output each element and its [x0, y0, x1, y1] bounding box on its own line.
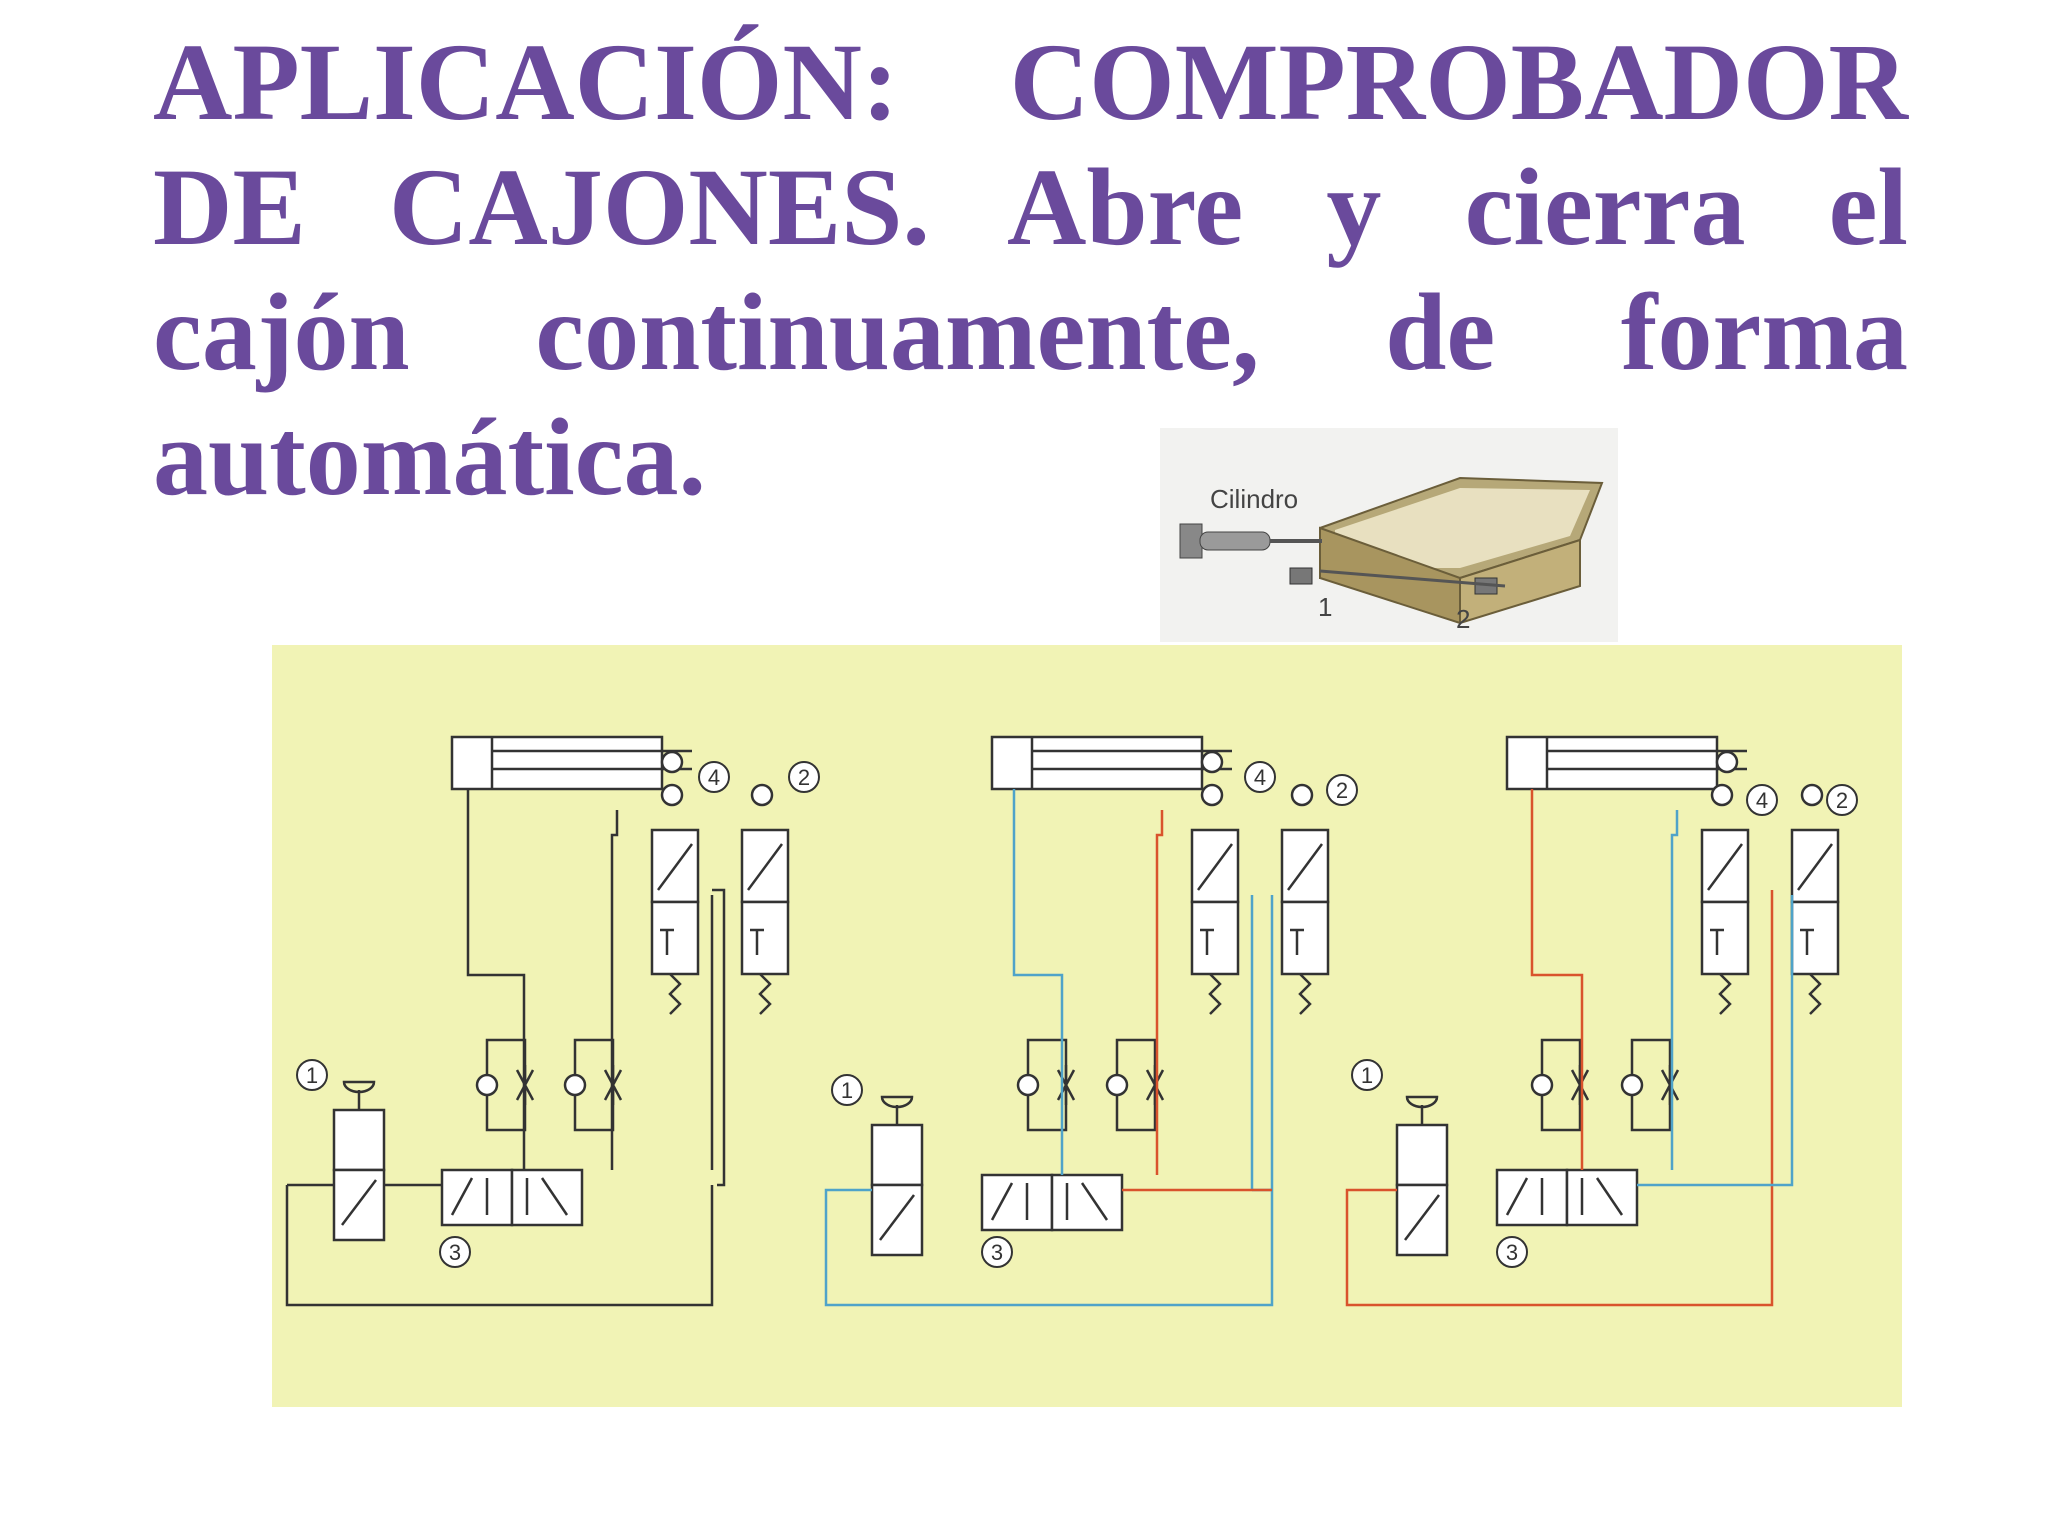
diagram-label-3c: 3: [1506, 1240, 1518, 1265]
title-line-2: DE CAJONES. Abre y cierra el: [153, 146, 1908, 268]
diagram-label-2b: 2: [1336, 778, 1348, 803]
diagram-label-1c: 1: [1361, 1063, 1373, 1088]
title-line-4: automática.: [153, 396, 706, 518]
drawer-photo: Cilindro 1 2: [1160, 428, 1618, 642]
diagram-label-4b: 4: [1254, 765, 1266, 790]
diagram-label-2c: 2: [1836, 788, 1848, 813]
diagram-label-1a: 1: [306, 1063, 318, 1088]
diagram-label-2a: 2: [798, 765, 810, 790]
photo-cylinder-label: Cilindro: [1210, 484, 1298, 514]
diagram-label-3a: 3: [449, 1240, 461, 1265]
title-line-3: cajón continuamente, de forma: [153, 271, 1908, 393]
slide-title: APLICACIÓN: COMPROBADOR DE CAJONES. Abre…: [153, 20, 1908, 520]
title-line-1: APLICACIÓN: COMPROBADOR: [153, 21, 1908, 143]
pneumatic-circuit-diagram: 1 3 4 2 1 3 4 2 1 3 4 2: [272, 645, 1902, 1407]
photo-sensor-1-label: 1: [1318, 592, 1332, 622]
photo-sensor-2-label: 2: [1456, 604, 1470, 634]
diagram-label-4a: 4: [708, 765, 720, 790]
diagram-label-1b: 1: [841, 1078, 853, 1103]
diagram-label-4c: 4: [1756, 788, 1768, 813]
diagram-label-3b: 3: [991, 1240, 1003, 1265]
